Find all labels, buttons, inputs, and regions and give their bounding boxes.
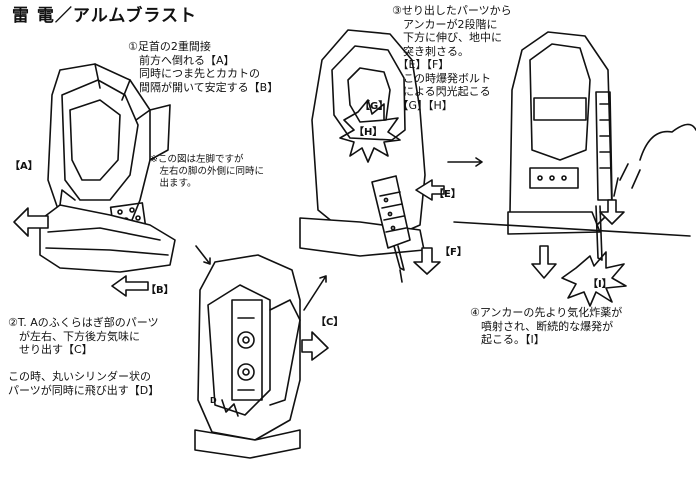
label-G: 【G】 bbox=[360, 101, 389, 112]
ground-line bbox=[453, 221, 691, 237]
arrow-down-4 bbox=[531, 199, 625, 279]
arrow-E bbox=[415, 179, 445, 201]
spark-lines bbox=[613, 163, 641, 197]
flow-arrow-3 bbox=[447, 157, 483, 167]
label-D: D bbox=[210, 396, 217, 405]
label-H: 【H】 bbox=[354, 127, 383, 138]
label-C: 【C】 bbox=[316, 317, 344, 328]
note-aside: ※この図は左脚ですが 左右の脚の外側に同時に 出ます。 bbox=[150, 154, 265, 189]
note-step-4: ④アンカーの先より気化炸薬が 噴射され、断続的な爆発が 起こる。【I】 bbox=[470, 306, 623, 346]
note-step-1: ①足首の2重間接 前方へ倒れる【A】 同時につま先とカカトの 間隔が開いて安定す… bbox=[128, 40, 279, 94]
label-F: 【F】 bbox=[440, 247, 467, 258]
leg-figure-1 bbox=[39, 63, 176, 273]
arrow-A bbox=[13, 207, 49, 237]
arrow-C bbox=[301, 331, 329, 361]
flow-arrow-1 bbox=[195, 245, 211, 265]
arrow-F bbox=[413, 247, 441, 275]
smoke-cloud bbox=[639, 123, 696, 161]
note-step-3: ③せり出したパーツから アンカーが2段階に 下方に伸び、地中に 突き刺さる。 【… bbox=[392, 4, 512, 112]
leg-figure-2 bbox=[194, 254, 301, 459]
leg-figure-3 bbox=[299, 29, 426, 283]
label-A: 【A】 bbox=[10, 161, 38, 172]
explosion-burst bbox=[561, 251, 627, 307]
label-E: 【E】 bbox=[434, 189, 461, 200]
label-I: 【I】 bbox=[588, 279, 612, 290]
label-B: 【B】 bbox=[146, 285, 174, 296]
arrow-B bbox=[111, 275, 149, 297]
page-title: 雷 電／アルムブラスト bbox=[12, 6, 198, 26]
flow-arrow-2 bbox=[303, 275, 327, 311]
note-step-2: ②T. Aのふくらはぎ部のパーツ が左右、下方後方気味に せり出す【C】 この時… bbox=[8, 316, 160, 397]
